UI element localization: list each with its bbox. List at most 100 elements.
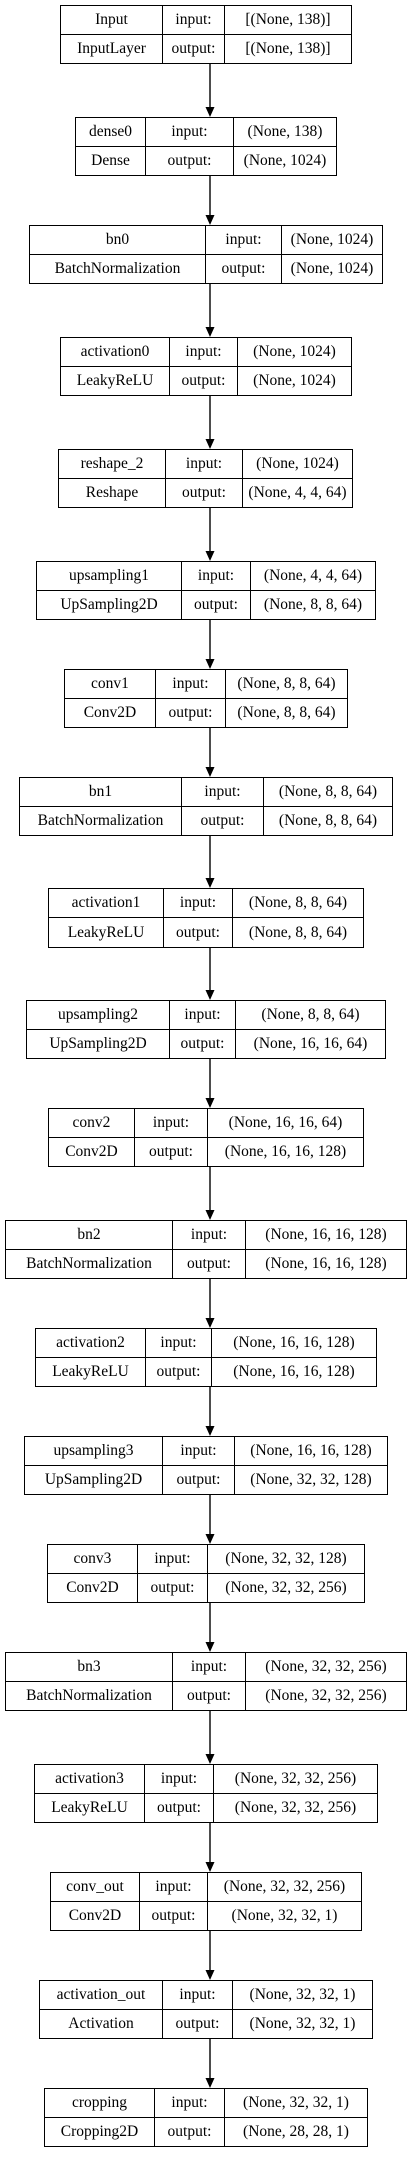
output-shape: (None, 1024) — [243, 152, 327, 169]
input-shape: (None, 32, 32, 1) — [233, 1981, 372, 2010]
output-shape: (None, 16, 16, 128) — [233, 1363, 355, 1380]
input-label: input: — [182, 778, 264, 807]
input-shape: (None, 32, 32, 1) — [225, 2089, 367, 2118]
layer-name: bn1 — [20, 778, 182, 807]
arrow-head-icon — [205, 1970, 215, 1980]
input-label: input: — [206, 226, 282, 255]
arrow-head-icon — [205, 1642, 215, 1652]
input-shape: [(None, 138)] — [225, 6, 351, 35]
layer-type: LeakyReLU — [36, 1357, 146, 1386]
output-shape: (None, 32, 32, 1) — [231, 1907, 338, 1924]
input-label: input: — [135, 1109, 208, 1138]
layer-name: cropping — [45, 2089, 155, 2118]
output-label: output: — [163, 1465, 235, 1494]
arrow-head-icon — [205, 659, 215, 669]
output-shape: (None, 16, 16, 128) — [265, 1255, 387, 1272]
layer-name: dense0 — [76, 118, 146, 147]
layer-name: activation3 — [35, 1765, 145, 1794]
layer-type: BatchNormalization — [20, 806, 182, 835]
arrow-head-icon — [205, 990, 215, 1000]
input-label: input: — [182, 562, 251, 591]
output-label: output: — [166, 478, 243, 507]
layer-type: LeakyReLU — [35, 1793, 145, 1822]
layer-type: UpSampling2D — [27, 1029, 170, 1058]
input-label: input: — [140, 1873, 208, 1902]
layer-type: UpSampling2D — [37, 590, 182, 619]
output-label: output: — [163, 2009, 233, 2038]
output-label: output: — [173, 1249, 246, 1278]
output-label: output: — [138, 1573, 208, 1602]
input-shape: (None, 32, 32, 256) — [246, 1653, 406, 1682]
layer-type: LeakyReLU — [61, 366, 170, 395]
input-label: input: — [173, 1221, 246, 1250]
layer-type: Reshape — [59, 478, 166, 507]
layer-type: Conv2D — [51, 1901, 140, 1930]
output-label: output: — [164, 918, 233, 947]
input-shape: (None, 16, 16, 128) — [212, 1329, 376, 1358]
input-label: input: — [163, 6, 225, 35]
output-shape: (None, 16, 16, 128) — [224, 1143, 347, 1160]
layer-name: activation2 — [36, 1329, 146, 1358]
layer-type: BatchNormalization — [6, 1249, 173, 1278]
output-label: output: — [145, 1793, 214, 1822]
arrow-head-icon — [205, 215, 215, 225]
output-label: output: — [146, 1357, 212, 1386]
layer-name: upsampling1 — [37, 562, 182, 591]
input-shape: (None, 8, 8, 64) — [226, 670, 347, 699]
output-shape: (None, 8, 8, 64) — [248, 923, 348, 941]
output-label: output: — [206, 254, 282, 283]
input-label: input: — [146, 1329, 212, 1358]
input-shape: (None, 32, 32, 256) — [214, 1765, 377, 1794]
input-shape: (None, 16, 16, 64) — [208, 1109, 363, 1138]
arrow-head-icon — [205, 439, 215, 449]
layer-name: conv1 — [65, 670, 156, 699]
layer-type: Conv2D — [49, 1137, 135, 1166]
input-label: input: — [164, 889, 233, 918]
layer-name: upsampling3 — [25, 1437, 163, 1466]
arrow-head-icon — [205, 878, 215, 888]
layer-type: LeakyReLU — [49, 918, 164, 947]
input-shape: (None, 4, 4, 64) — [251, 562, 375, 591]
output-shape: (None, 4, 4, 64) — [248, 484, 347, 501]
layer-name: activation0 — [61, 338, 170, 367]
output-shape: (None, 32, 32, 256) — [225, 1579, 347, 1596]
input-shape: (None, 138) — [234, 118, 336, 147]
output-label: output: — [173, 1681, 246, 1710]
output-shape: [(None, 138)] — [245, 40, 331, 57]
input-label: input: — [155, 2089, 225, 2118]
output-shape: (None, 16, 16, 64) — [253, 1035, 368, 1052]
input-shape: (None, 8, 8, 64) — [233, 889, 363, 918]
output-shape: (None, 32, 32, 128) — [250, 1471, 372, 1488]
arrow-head-icon — [205, 1210, 215, 1220]
input-shape: (None, 8, 8, 64) — [264, 778, 392, 807]
input-shape: (None, 1024) — [238, 338, 351, 367]
input-label: input: — [170, 1001, 236, 1030]
output-label: output: — [140, 1901, 208, 1930]
output-shape: (None, 32, 32, 256) — [265, 1687, 387, 1704]
layer-name: activation1 — [49, 889, 164, 918]
layer-name: bn3 — [6, 1653, 173, 1682]
input-shape: (None, 1024) — [243, 450, 352, 479]
output-label: output: — [135, 1137, 208, 1166]
arrow-head-icon — [205, 1534, 215, 1544]
input-label: input: — [163, 1437, 235, 1466]
output-shape: (None, 1024) — [290, 260, 374, 277]
layer-type: Dense — [76, 146, 146, 175]
output-label: output: — [182, 590, 251, 619]
layer-name: conv2 — [49, 1109, 135, 1138]
arrow-head-icon — [205, 1862, 215, 1872]
output-label: output: — [156, 698, 226, 727]
